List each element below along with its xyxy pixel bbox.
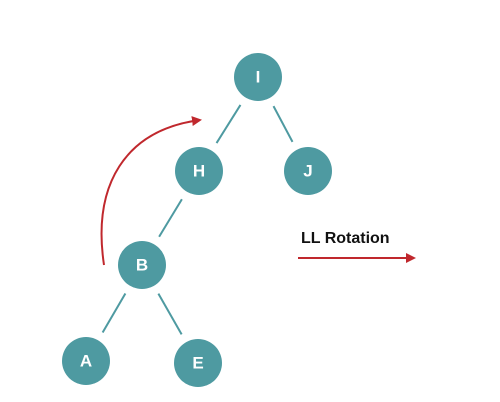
- node-b: B: [118, 241, 166, 289]
- node-label: J: [303, 161, 312, 180]
- edge-b-e: [157, 293, 183, 335]
- edge-i-j: [272, 105, 294, 143]
- node-circle: [284, 147, 332, 195]
- rotation-curve-arrow: [100, 116, 202, 266]
- tree-edges: [101, 104, 294, 335]
- edge-b-a: [101, 293, 127, 333]
- node-circle: [175, 147, 223, 195]
- node-label: B: [136, 255, 148, 274]
- node-circle: [174, 339, 222, 387]
- node-circle: [62, 337, 110, 385]
- tree-nodes: I H J B A E: [62, 53, 332, 387]
- rotation-label: LL Rotation: [301, 230, 390, 247]
- edge-h-b: [158, 198, 183, 238]
- edge-i-h: [215, 104, 242, 144]
- node-i: I: [234, 53, 282, 101]
- node-e: E: [174, 339, 222, 387]
- node-label: A: [80, 351, 92, 370]
- node-label: H: [193, 161, 205, 180]
- node-a: A: [62, 337, 110, 385]
- node-circle: [118, 241, 166, 289]
- node-circle: [234, 53, 282, 101]
- node-label: E: [192, 353, 203, 372]
- node-h: H: [175, 147, 223, 195]
- node-label: I: [256, 67, 261, 86]
- node-j: J: [284, 147, 332, 195]
